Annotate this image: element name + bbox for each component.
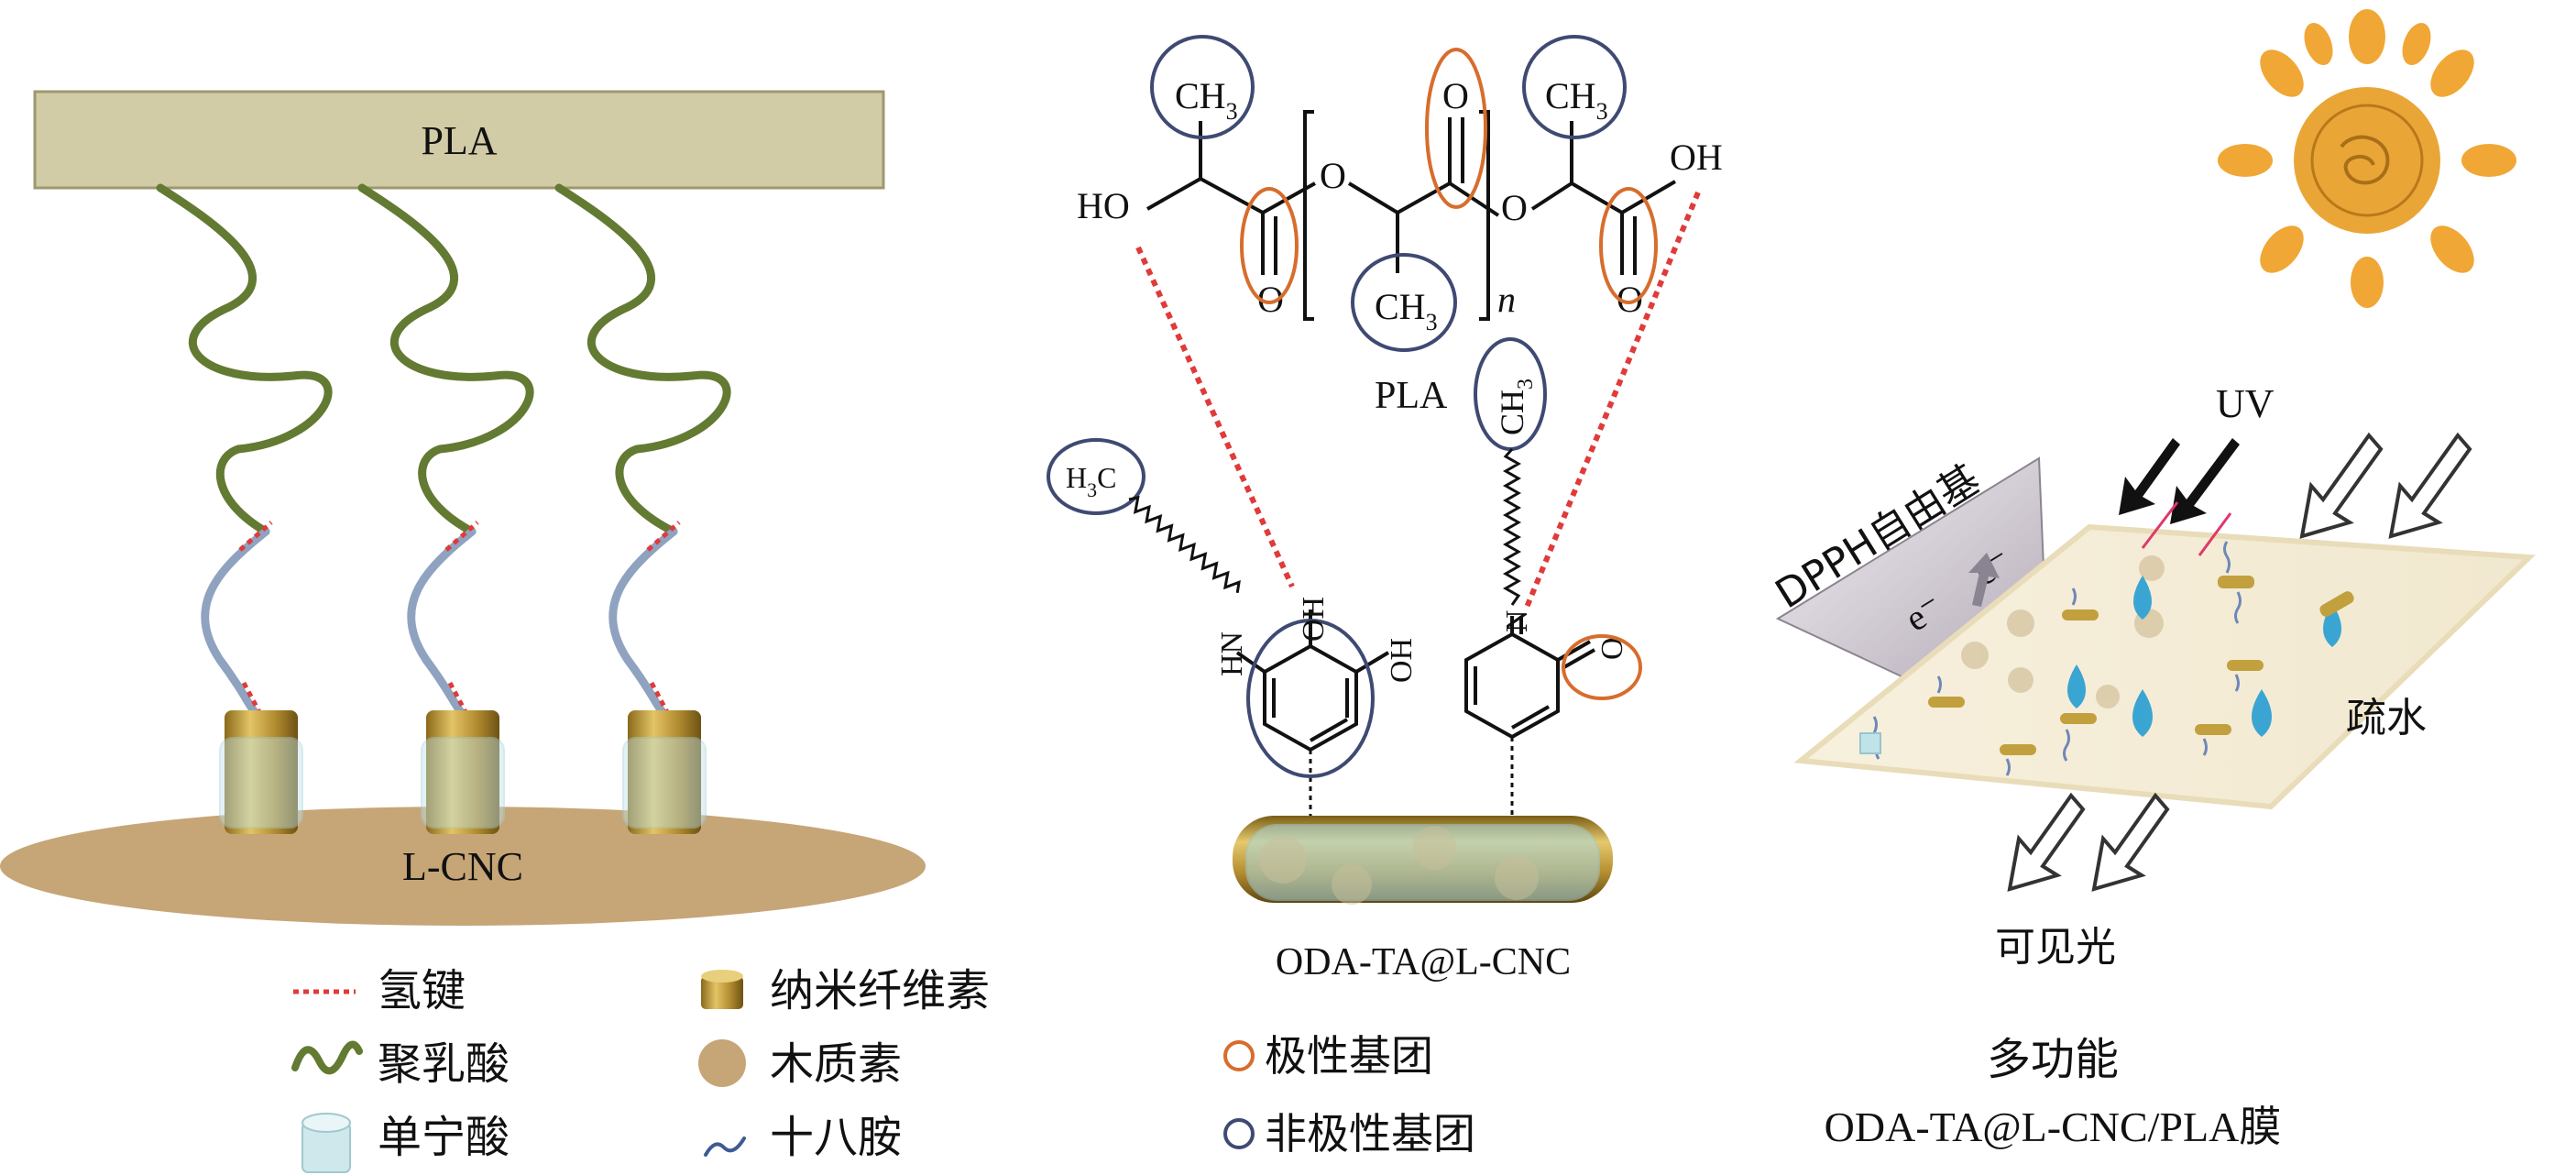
lcnc-substrate xyxy=(0,807,926,926)
pla-chain xyxy=(357,183,534,536)
light-arrows-bottom xyxy=(2007,792,2170,892)
middle-panel: CH3 CH3 CH3 O O O O O HO OH n PLA H3C xyxy=(1047,35,1723,983)
atom-o-carbonyl-2: O xyxy=(1442,75,1469,116)
pla-structure-label: PLA xyxy=(1375,375,1448,417)
tannic-acid-shell xyxy=(219,737,303,829)
nonpolar-group-markers-pla xyxy=(1150,35,1627,352)
oda-chain xyxy=(407,527,477,724)
sun-icon xyxy=(2218,9,2516,308)
hydrophobic-label: 疏水 xyxy=(2346,695,2427,741)
visible-light-label: 可见光 xyxy=(1995,924,2116,971)
hydrogen-bond xyxy=(241,681,269,726)
nanocellulose-rod xyxy=(225,710,298,834)
legend-nonpolar-label: 非极性基团 xyxy=(1265,1109,1475,1159)
hydrogen-bond-right xyxy=(1523,191,1701,611)
oda-chain xyxy=(201,527,270,724)
lignin-particle xyxy=(1495,856,1539,900)
hydrogen-bond xyxy=(444,521,479,552)
film-title-line2: ODA-TA@L-CNC/PLA膜 xyxy=(1825,1104,2282,1150)
lignin-particle xyxy=(1332,864,1372,905)
atom-hn: HN xyxy=(1215,631,1249,676)
film-title-line1: 多功能 xyxy=(1987,1034,2119,1085)
nonpolar-marker-h3c xyxy=(1047,438,1145,515)
tannic-cube xyxy=(1859,732,1881,754)
nanocellulose-rods-film xyxy=(1928,576,2354,755)
atom-ho: HO xyxy=(1077,185,1130,226)
lcnc-label: L-CNC xyxy=(402,844,523,889)
lignin-particle xyxy=(1412,826,1456,870)
chain-assembly-3 xyxy=(554,183,731,834)
nonpolar-marker-ch3-vertical xyxy=(1474,337,1547,451)
legend-polar-swatch xyxy=(1223,1040,1255,1071)
octadecyl-chain-right xyxy=(1502,448,1522,606)
polar-group-markers-pla xyxy=(1240,48,1658,304)
atom-o-ester-2: O xyxy=(1501,187,1528,228)
tannic-acid-shell xyxy=(421,737,505,829)
uv-arrows xyxy=(2119,438,2240,556)
lignin-dots xyxy=(1961,555,2165,708)
right-panel: DPPH自由基 e⁻ e⁻ xyxy=(1768,9,2536,1150)
atom-oh: OH xyxy=(1670,137,1723,178)
composite-label: ODA-TA@L-CNC xyxy=(1276,941,1571,983)
electron-arrow-icon xyxy=(1968,553,2000,607)
atom-oh-2: OH xyxy=(1385,638,1419,683)
atom-ch3-top-left: CH3 xyxy=(1175,75,1238,125)
hydrogen-bond xyxy=(238,521,273,552)
octadecyl-chain-left xyxy=(1128,495,1241,594)
pla-chain xyxy=(554,183,731,536)
nanocellulose-rod xyxy=(426,710,499,834)
pla-bar-label: PLA xyxy=(421,118,497,163)
legend-lignin-swatch xyxy=(698,1039,746,1087)
legend-pla-chain-swatch xyxy=(291,1040,363,1075)
light-arrows-top xyxy=(2299,432,2472,539)
hydrogen-bond xyxy=(447,681,475,726)
legend-polar-label: 极性基团 xyxy=(1265,1031,1433,1081)
hydrogen-bond xyxy=(646,521,681,552)
oda-chain xyxy=(608,527,678,724)
pla-chain xyxy=(156,183,333,536)
atom-ch3-bottom: CH3 xyxy=(1375,286,1438,335)
legend: 氢键 聚乳酸 单宁酸 纳米纤维素 木质素 十八胺 极性基团 非极性基团 xyxy=(291,965,1475,1173)
tannic-acid-shell xyxy=(622,737,707,829)
legend-nanocellulose-swatch xyxy=(701,970,743,1009)
legend-polylactic-acid-label: 聚乳酸 xyxy=(378,1038,510,1090)
chain-assembly-2 xyxy=(357,183,534,834)
pla-bar xyxy=(33,90,885,190)
atom-ch3-vertical: CH3 xyxy=(1494,379,1538,435)
legend-lignin-label: 木质素 xyxy=(770,1038,902,1090)
polar-marker-quinone xyxy=(1562,634,1642,700)
pla-structure xyxy=(1146,110,1677,321)
atom-oh-1: OH xyxy=(1297,597,1331,642)
hydrogen-bond-left xyxy=(1135,246,1295,588)
legend-nonpolar-swatch xyxy=(1223,1118,1255,1149)
atom-n: N xyxy=(1500,609,1534,632)
legend-tannic-acid-label: 单宁酸 xyxy=(378,1112,510,1163)
hydrogen-bond xyxy=(649,681,676,726)
chain-assembly-1 xyxy=(156,183,333,834)
nanocellulose-rod xyxy=(628,710,701,834)
atom-o-ester-1: O xyxy=(1320,155,1346,196)
legend-octadecylamine-swatch xyxy=(704,1137,746,1157)
nonpolar-marker-ring xyxy=(1246,619,1375,778)
atom-h3c: H3C xyxy=(1066,461,1116,501)
quinone-ring xyxy=(1464,616,1595,816)
water-droplets xyxy=(2067,576,2341,737)
lignin-particle xyxy=(1259,836,1307,884)
catechol-ring xyxy=(1235,609,1390,816)
legend-nanocellulose-label: 纳米纤维素 xyxy=(770,965,990,1016)
atom-ch3-top-right: CH3 xyxy=(1545,75,1608,125)
legend-octadecylamine-label: 十八胺 xyxy=(770,1112,902,1163)
uv-label: UV xyxy=(2216,381,2275,426)
legend-tannic-acid-swatch xyxy=(301,1113,351,1173)
legend-hydrogen-bond-label: 氢键 xyxy=(378,965,466,1016)
left-panel: PLA L-CNC xyxy=(0,90,926,926)
repeat-n: n xyxy=(1497,279,1516,320)
